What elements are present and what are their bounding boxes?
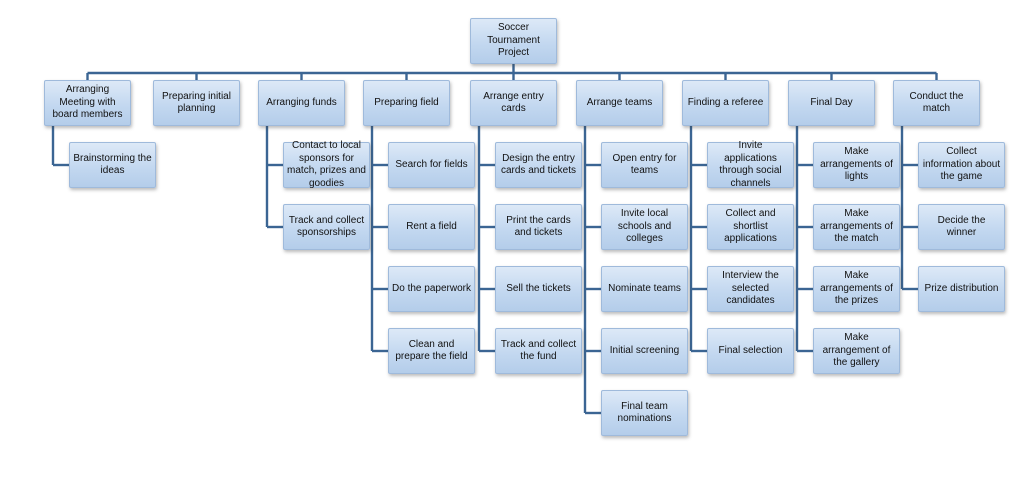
task-node: Decide the winner [918,204,1005,250]
task-node: Collect information about the game [918,142,1005,188]
task-node: Open entry for teams [601,142,688,188]
task-node: Collect and shortlist applications [707,204,794,250]
task-node: Make arrangements of lights [813,142,900,188]
branch-node: Arrange entry cards [470,80,557,126]
branch-node: Arranging funds [258,80,345,126]
task-node: Do the paperwork [388,266,475,312]
branch-node: Arranging Meeting with board members [44,80,131,126]
task-node: Make arrangements of the prizes [813,266,900,312]
branch-node: Conduct the match [893,80,980,126]
task-node: Final team nominations [601,390,688,436]
task-node: Make arrangement of the gallery [813,328,900,374]
task-node: Initial screening [601,328,688,374]
branch-node: Finding a referee [682,80,769,126]
task-node: Design the entry cards and tickets [495,142,582,188]
task-node: Rent a field [388,204,475,250]
root-node: Soccer Tournament Project [470,18,557,64]
task-node: Interview the selected candidates [707,266,794,312]
task-node: Final selection [707,328,794,374]
task-node: Search for fields [388,142,475,188]
branch-node: Preparing initial planning [153,80,240,126]
branch-node: Final Day [788,80,875,126]
task-node: Clean and prepare the field [388,328,475,374]
task-node: Invite local schools and colleges [601,204,688,250]
branch-node: Arrange teams [576,80,663,126]
task-node: Print the cards and tickets [495,204,582,250]
task-node: Brainstorming the ideas [69,142,156,188]
task-node: Track and collect sponsorships [283,204,370,250]
branch-node: Preparing field [363,80,450,126]
task-node: Nominate teams [601,266,688,312]
task-node: Make arrangements of the match [813,204,900,250]
task-node: Contact to local sponsors for match, pri… [283,140,370,189]
task-node: Prize distribution [918,266,1005,312]
task-node: Sell the tickets [495,266,582,312]
task-node: Invite applications through social chann… [707,140,794,189]
task-node: Track and collect the fund [495,328,582,374]
